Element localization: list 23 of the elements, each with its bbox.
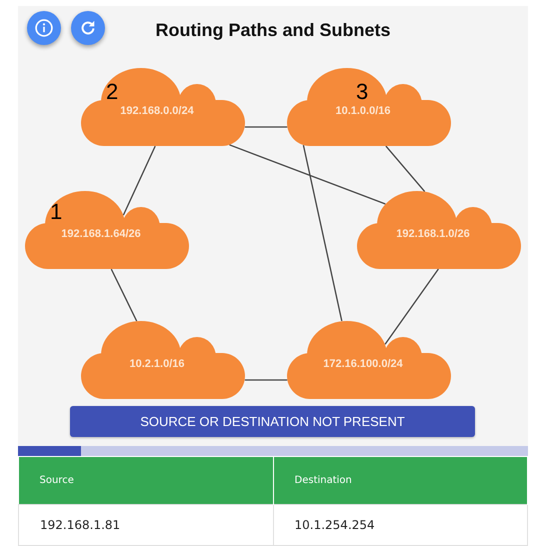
- column-header: Destination: [273, 457, 528, 504]
- connector-line: [244, 126, 288, 128]
- connector-line: [302, 144, 342, 322]
- connector-line: [229, 144, 386, 205]
- connector-line: [385, 146, 426, 192]
- subnet-label: 10.2.1.0/16: [129, 358, 185, 371]
- subnet-label: 192.168.1.0/26: [396, 228, 470, 241]
- subnet-label: 172.16.100.0/24: [323, 358, 403, 371]
- table-cell: 10.1.254.254: [273, 504, 528, 546]
- subnet-label: 192.168.1.64/26: [61, 228, 141, 241]
- callout-number: 3: [356, 80, 368, 104]
- callout-number: 1: [50, 200, 62, 224]
- status-button: SOURCE OR DESTINATION NOT PRESENT: [70, 406, 475, 437]
- table-cell: 192.168.1.81: [18, 504, 273, 546]
- page-title: Routing Paths and Subnets: [156, 19, 390, 41]
- connector-line: [384, 268, 439, 345]
- connector-line: [244, 379, 288, 381]
- connector-line: [122, 146, 156, 216]
- column-header: Source: [18, 457, 273, 504]
- subnet-label: 192.168.0.0/24: [120, 105, 194, 118]
- callout-number: 2: [106, 80, 118, 104]
- subnet-label: 10.1.0.0/16: [335, 105, 391, 118]
- connector-line: [110, 268, 138, 322]
